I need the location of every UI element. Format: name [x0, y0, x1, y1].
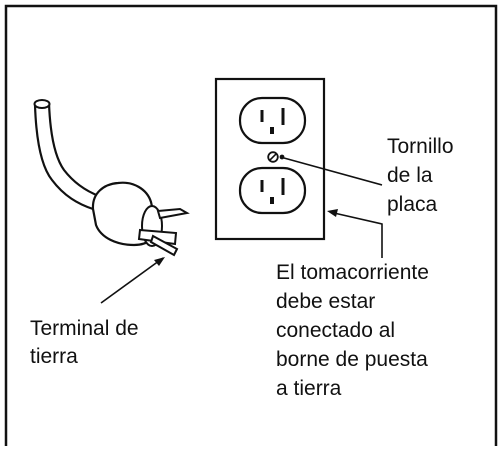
- outlet-ground-leader: [327, 209, 383, 258]
- ground-pin-label: Terminal de tierra: [30, 317, 139, 368]
- plate-screw-label: Tornillo de la placa: [387, 135, 454, 216]
- ground-pin-leader: [100, 257, 165, 304]
- plug-prongs: [137, 207, 190, 257]
- plug-cord: [33, 99, 100, 211]
- outlet-screw-icon: [267, 151, 279, 163]
- duplex-outlet: [214, 77, 326, 241]
- outlet-receptacle-top: [238, 96, 307, 145]
- figure-frame: [4, 4, 498, 446]
- plate-screw-leader: [279, 154, 383, 186]
- outlet-ground-note-label: El tomacorriente debe estar conectado al…: [276, 261, 429, 400]
- outlet-receptacle-bottom: [238, 166, 307, 215]
